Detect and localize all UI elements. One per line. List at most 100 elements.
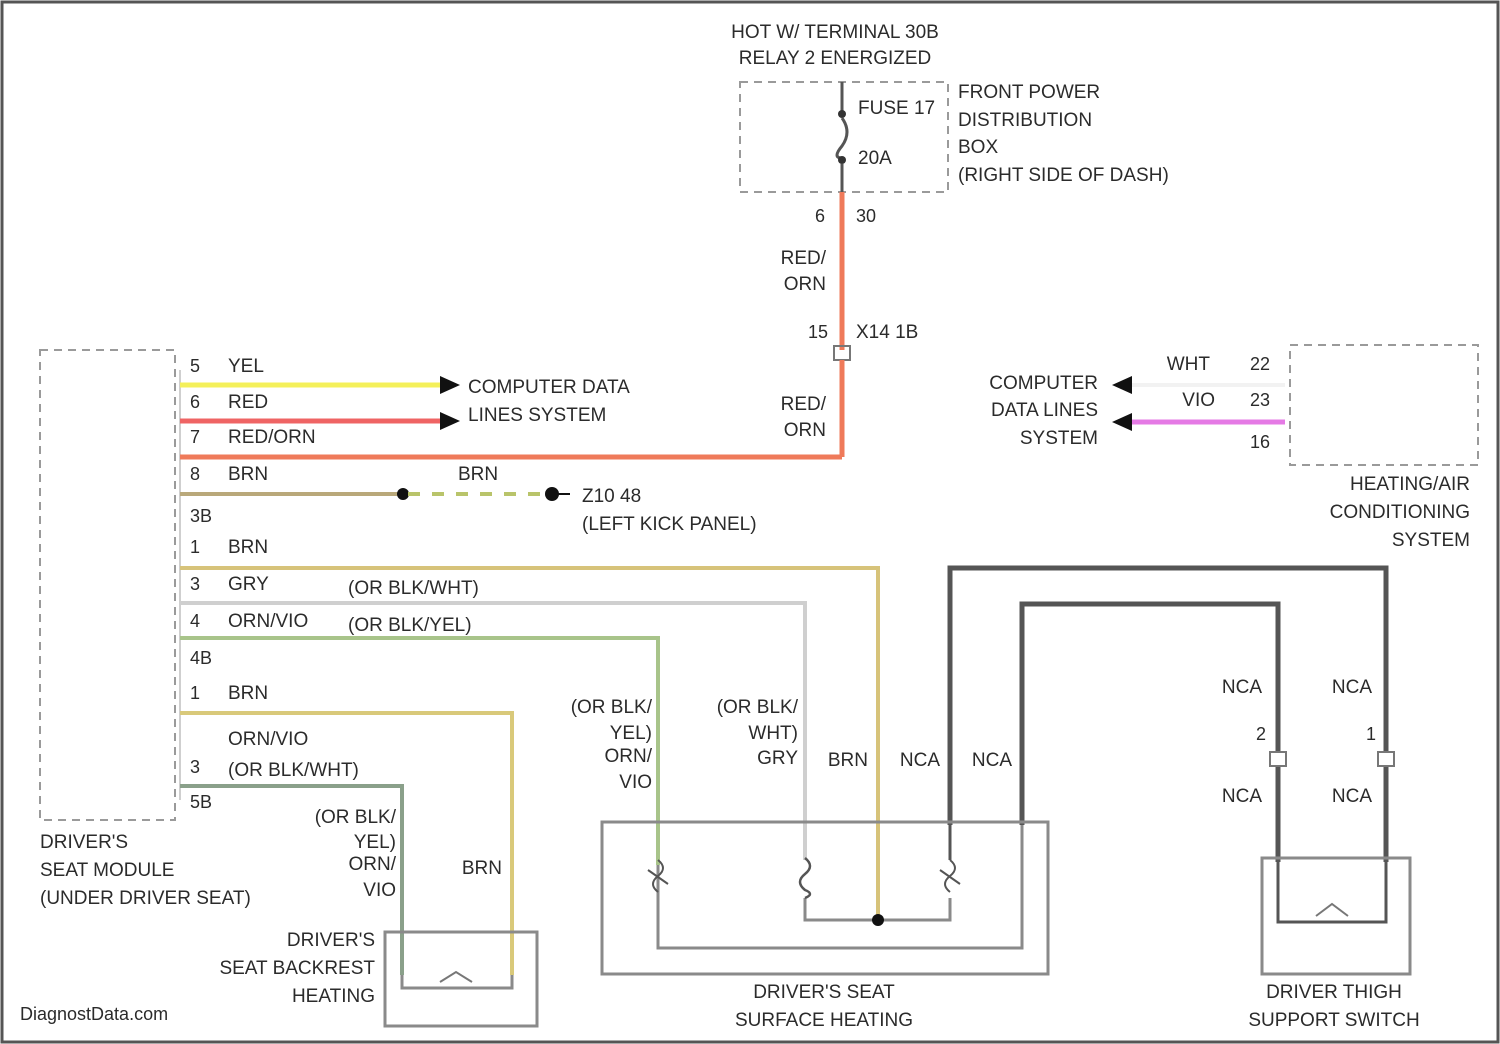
arrow-vio (1112, 413, 1132, 431)
surface-mid-stack-3: GRY (757, 748, 798, 769)
module-pin-1b-color: BRN (228, 683, 268, 704)
arrow-yel (440, 376, 460, 394)
module-pin-1b: 1 (190, 683, 200, 703)
seat-module-label-3: (UNDER DRIVER SEAT) (40, 888, 251, 909)
seat-module-outline (40, 350, 175, 820)
thigh-switch-link (1278, 862, 1386, 922)
seat-module-label-2: SEAT MODULE (40, 860, 174, 881)
module-pin-7-color: RED/ORN (228, 427, 316, 448)
module-pin-4: 4 (190, 611, 200, 631)
ground-wire-color: BRN (458, 464, 498, 485)
hvac-label-1: HEATING/AIR (1350, 474, 1470, 495)
module-pin-3b: 3 (190, 757, 200, 777)
heater-element-icon (800, 858, 810, 898)
module-pin-5-color: YEL (228, 356, 264, 377)
thigh-wire-top-right: NCA (1332, 677, 1372, 698)
surface-left-stack-4: VIO (619, 772, 652, 793)
backrest-heating-loop (402, 975, 512, 988)
power-header-line1: HOT W/ TERMINAL 30B (731, 22, 939, 43)
fuse-element (837, 118, 847, 158)
wire-nca-outer (950, 568, 1386, 862)
backrest-heater-icon (440, 972, 472, 982)
hvac-wire-wht: WHT (1167, 354, 1211, 375)
thigh-switch-outline (1262, 858, 1410, 974)
data-lines-left-1: COMPUTER DATA (468, 377, 630, 398)
thigh-connector-2 (1270, 752, 1286, 766)
hvac-data-lines-1: COMPUTER (989, 373, 1098, 394)
splice-dot (397, 488, 409, 500)
fuse-top-terminal (838, 110, 846, 118)
thigh-pin-2: 2 (1256, 724, 1266, 744)
data-lines-left-2: LINES SYSTEM (468, 405, 606, 426)
backrest-label-2: SEAT BACKREST (219, 958, 375, 979)
backrest-stack-2: YEL) (354, 832, 396, 853)
module-pin-5: 5 (190, 356, 200, 376)
hvac-pin-23: 23 (1250, 390, 1270, 410)
module-pin-4-alt: (OR BLK/YEL) (348, 615, 472, 636)
fuse-box-label-1: FRONT POWER (958, 82, 1100, 103)
surface-wire-brn: BRN (828, 750, 868, 771)
surface-heating-label-1: DRIVER'S SEAT (753, 982, 895, 1003)
surface-wire-nca-1: NCA (900, 750, 940, 771)
module-pin-8-color: BRN (228, 464, 268, 485)
module-pin-3a-color: GRY (228, 574, 269, 595)
module-connector-4b: 4B (190, 648, 212, 668)
hvac-outline (1290, 345, 1478, 465)
thigh-switch-icon (1316, 904, 1348, 916)
backrest-stack-3: ORN/ (349, 854, 397, 875)
surface-left-stack-3: ORN/ (605, 746, 653, 767)
feed-wire-lower-color-2: ORN (784, 420, 826, 441)
hvac-wire-vio: VIO (1182, 390, 1215, 411)
surface-heating-label-2: SURFACE HEATING (735, 1010, 913, 1031)
wire-ornvio-surface (180, 638, 658, 865)
module-pin-1a: 1 (190, 537, 200, 557)
connector-pin: 15 (808, 322, 828, 342)
backrest-wire-brn: BRN (462, 858, 502, 879)
thigh-wire-bottom-left: NCA (1222, 786, 1262, 807)
wire-nca-inner (1022, 604, 1278, 862)
arrow-red (440, 412, 460, 430)
module-pin-6-color: RED (228, 392, 268, 413)
module-pin-3b-color: (OR BLK/WHT) (228, 760, 359, 781)
fuse-pin-right: 30 (856, 206, 876, 226)
backrest-label-3: HEATING (292, 986, 375, 1007)
thigh-switch-label-1: DRIVER THIGH (1266, 982, 1402, 1003)
surface-heating-splice (872, 914, 884, 926)
module-connector-3b: 3B (190, 506, 212, 526)
fuse-box-label-2: DISTRIBUTION (958, 110, 1092, 131)
fuse-box-label-4: (RIGHT SIDE OF DASH) (958, 165, 1169, 186)
surface-heating-outline (602, 822, 1048, 974)
fuse-rating: 20A (858, 148, 892, 169)
thigh-pin-1: 1 (1366, 724, 1376, 744)
ground-point-location: (LEFT KICK PANEL) (582, 514, 757, 535)
watermark: DiagnostData.com (20, 1004, 168, 1024)
module-pin-6: 6 (190, 392, 200, 412)
thigh-wire-top-left: NCA (1222, 677, 1262, 698)
backrest-heating-outline (385, 932, 537, 1026)
hvac-pin-16: 16 (1250, 432, 1270, 452)
backrest-stack-1: (OR BLK/ (315, 807, 397, 828)
arrow-wht (1112, 376, 1132, 394)
fuse-pin-left: 6 (815, 206, 825, 226)
power-header-line2: RELAY 2 ENERGIZED (739, 48, 932, 69)
backrest-stack-4: VIO (363, 880, 396, 901)
module-pin-7: 7 (190, 427, 200, 447)
module-pin-3a: 3 (190, 574, 200, 594)
thigh-wire-bottom-right: NCA (1332, 786, 1372, 807)
fuse-bottom-terminal (838, 156, 846, 164)
ground-point-name: Z10 48 (582, 486, 641, 507)
surface-wire-nca-2: NCA (972, 750, 1012, 771)
feed-wire-color-2: ORN (784, 274, 826, 295)
surface-left-stack-2: YEL) (610, 723, 652, 744)
surface-mid-stack-1: (OR BLK/ (717, 697, 799, 718)
surface-mid-stack-2: WHT) (748, 723, 798, 744)
thigh-connector-1 (1378, 752, 1394, 766)
backrest-label-1: DRIVER'S (287, 930, 375, 951)
module-pin-4-color: ORN/VIO (228, 611, 308, 632)
module-pin-8: 8 (190, 464, 200, 484)
surface-heating-loop (658, 825, 1022, 948)
module-pin-1a-color: BRN (228, 537, 268, 558)
hvac-data-lines-2: DATA LINES (991, 400, 1098, 421)
hvac-data-lines-3: SYSTEM (1020, 428, 1098, 449)
